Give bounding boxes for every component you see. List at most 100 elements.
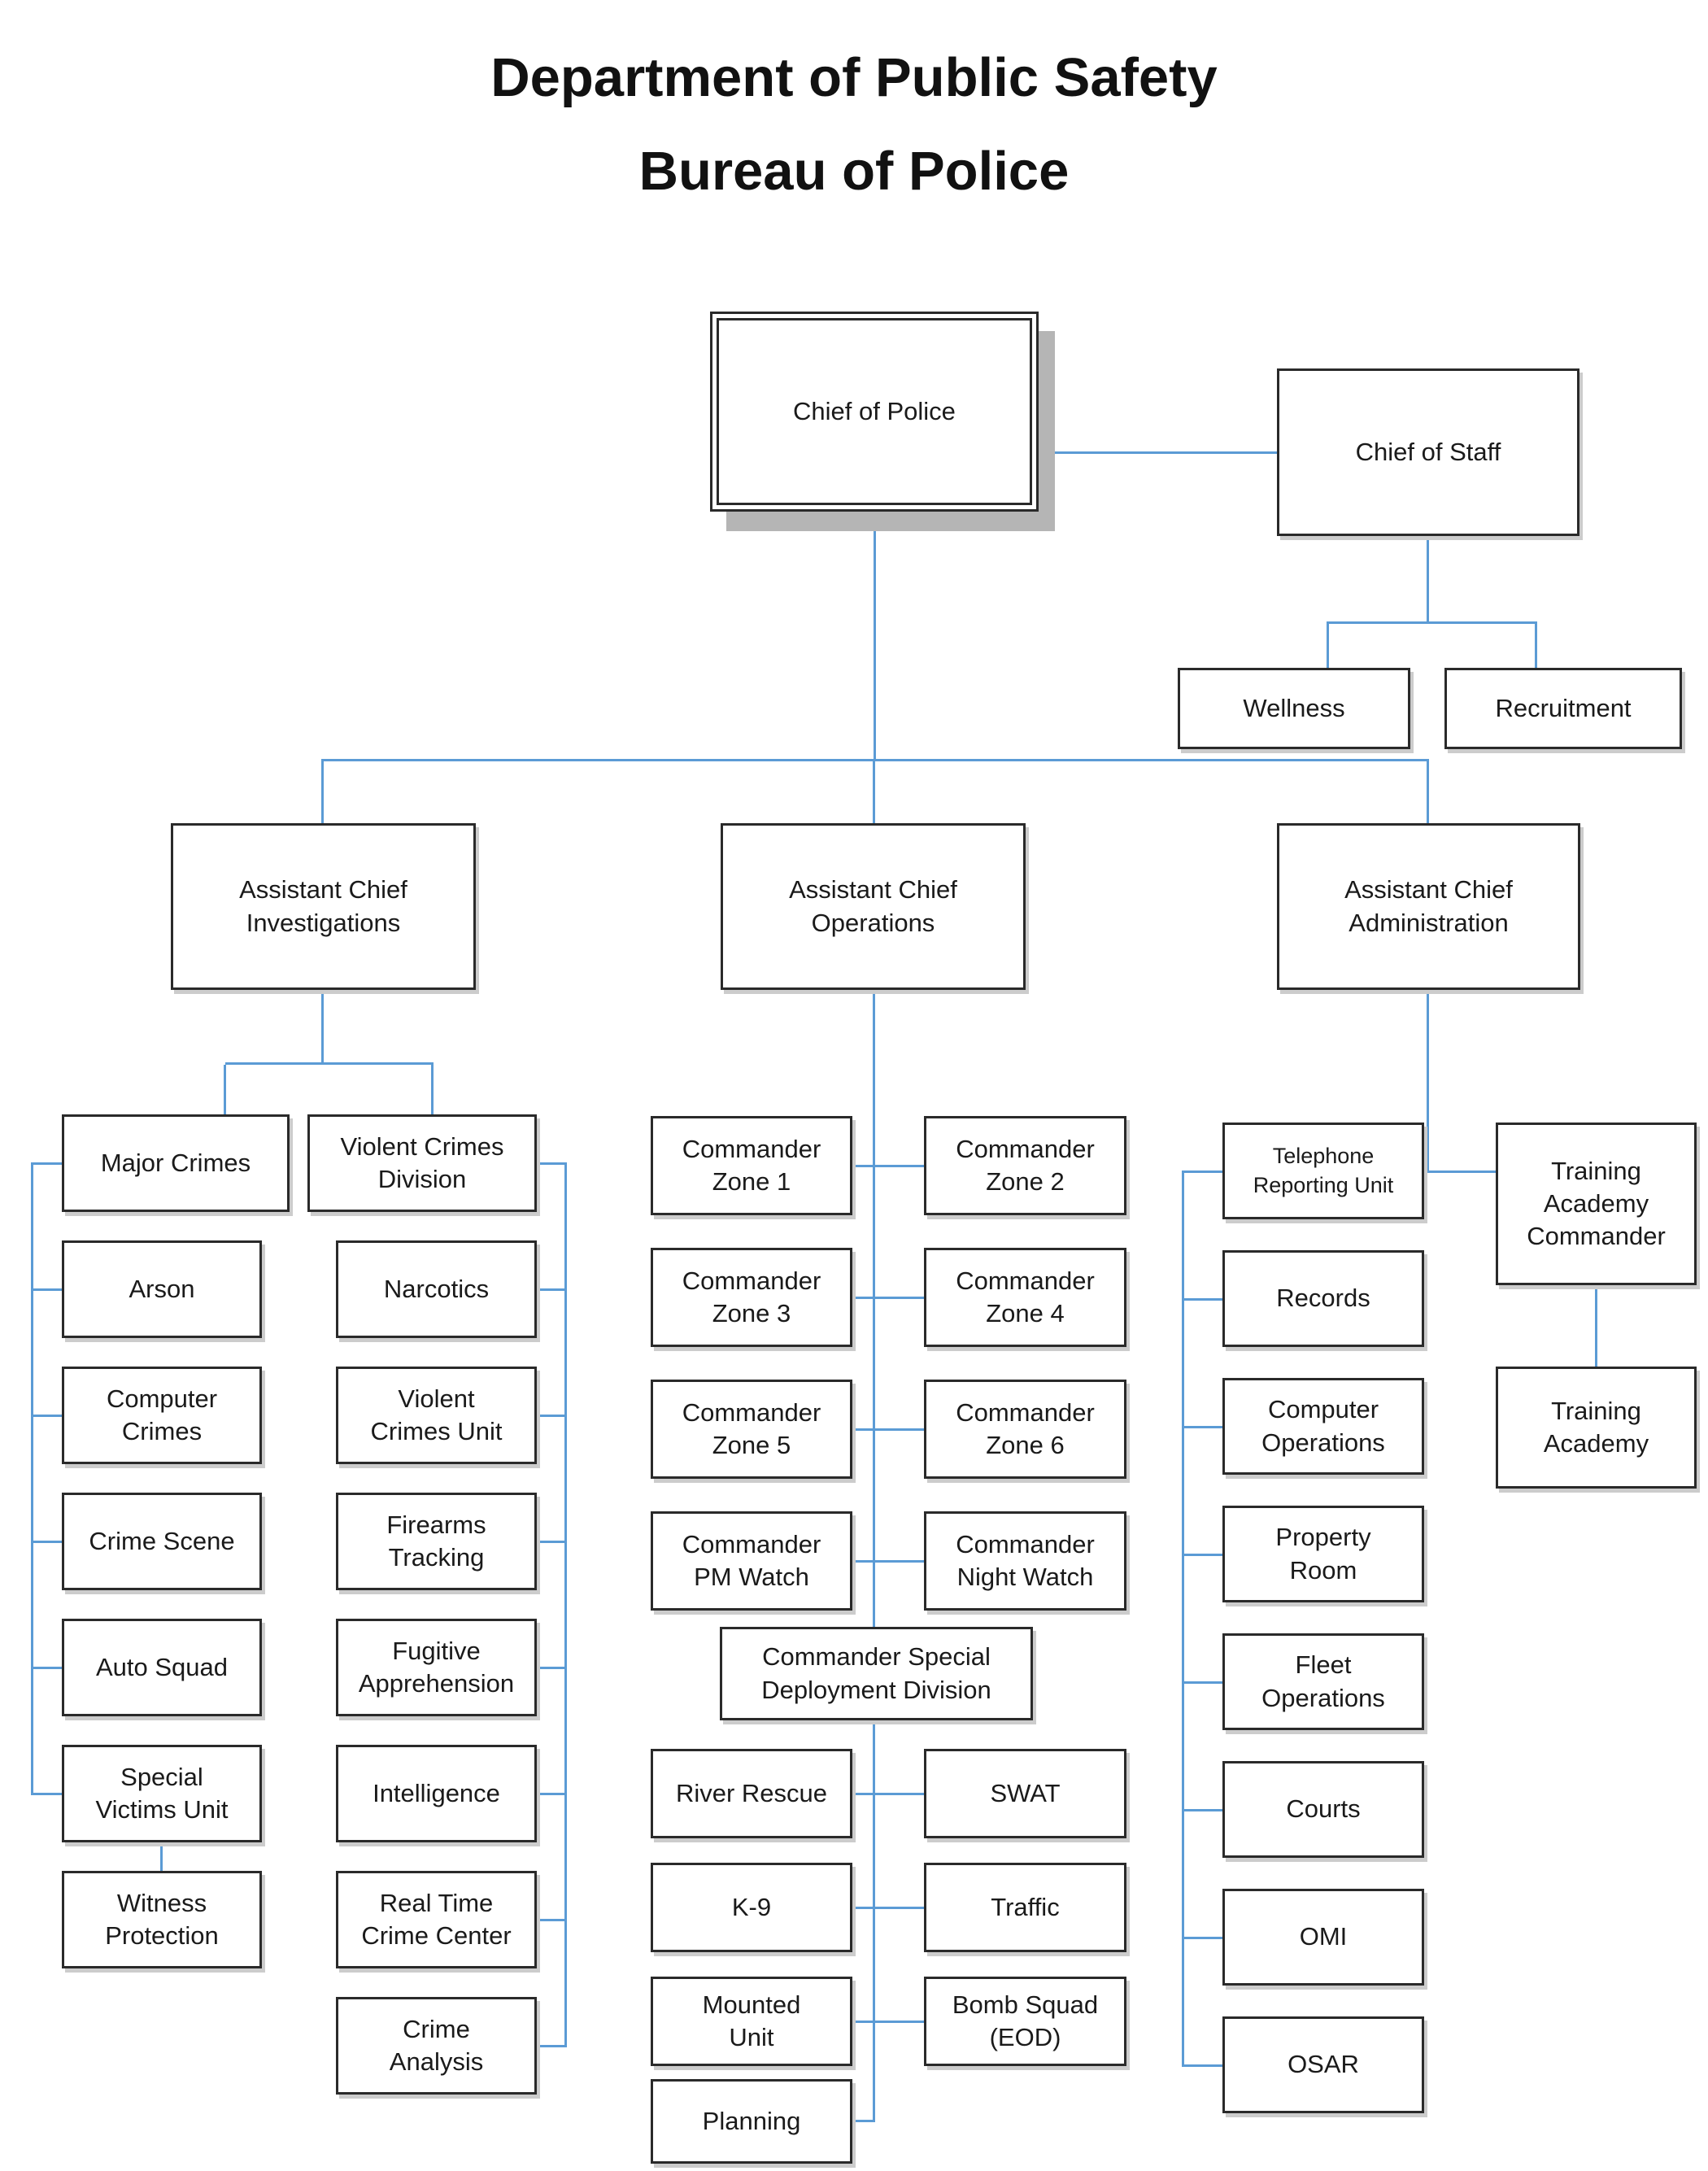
connector — [1327, 621, 1537, 624]
org-node-bomb-squad-eod: Bomb Squad (EOD) — [924, 1977, 1126, 2066]
org-node-computer-crimes: Computer Crimes — [62, 1367, 262, 1464]
page-title: Department of Public Safety Bureau of Po… — [0, 31, 1708, 218]
connector — [1182, 1937, 1222, 1939]
org-node-crime-analysis: Crime Analysis — [336, 1997, 537, 2095]
connector — [537, 1919, 567, 1921]
org-node-recruitment: Recruitment — [1444, 668, 1682, 749]
connector — [1182, 1554, 1222, 1556]
connector — [224, 1065, 226, 1114]
org-node-commander-night-watch: Commander Night Watch — [924, 1511, 1126, 1611]
connector — [537, 1541, 567, 1543]
org-node-assistant-chief-operations: Assistant Chief Operations — [721, 823, 1026, 990]
org-node-training-academy: Training Academy — [1496, 1367, 1697, 1489]
connector — [31, 1288, 62, 1291]
connector — [31, 1162, 62, 1165]
connector — [31, 1793, 62, 1795]
org-node-fleet-operations: Fleet Operations — [1222, 1633, 1424, 1730]
connector — [852, 1793, 924, 1795]
connector — [431, 1065, 434, 1114]
org-node-mounted-unit: Mounted Unit — [651, 1977, 852, 2066]
connector — [537, 1415, 567, 1417]
org-node-intelligence: Intelligence — [336, 1745, 537, 1842]
connector — [321, 761, 324, 823]
connector — [31, 1162, 33, 1795]
connector — [1424, 1171, 1496, 1173]
page-title-line1: Department of Public Safety — [490, 47, 1218, 108]
org-node-training-academy-commander: Training Academy Commander — [1496, 1123, 1697, 1285]
org-node-chief-of-police: Chief of Police — [710, 312, 1039, 512]
org-node-commander-pm-watch: Commander PM Watch — [651, 1511, 852, 1611]
connector — [852, 1428, 924, 1431]
connector — [225, 1062, 434, 1065]
connector — [852, 1560, 924, 1563]
org-node-traffic: Traffic — [924, 1863, 1126, 1952]
connector — [1182, 1809, 1222, 1811]
connector — [537, 2045, 567, 2047]
connector — [31, 1415, 62, 1417]
org-node-witness-protection: Witness Protection — [62, 1871, 262, 1968]
connector — [873, 761, 875, 823]
org-node-records: Records — [1222, 1250, 1424, 1347]
org-node-k9: K-9 — [651, 1863, 852, 1952]
org-node-computer-operations: Computer Operations — [1222, 1378, 1424, 1475]
org-node-river-rescue: River Rescue — [651, 1749, 852, 1838]
org-node-commander-zone-1: Commander Zone 1 — [651, 1116, 852, 1215]
connector — [1182, 1681, 1222, 1684]
org-node-firearms-tracking: Firearms Tracking — [336, 1493, 537, 1590]
connector — [321, 990, 324, 1062]
org-node-violent-crimes-unit: Violent Crimes Unit — [336, 1367, 537, 1464]
connector — [537, 1162, 567, 1165]
org-node-assistant-chief-investigations: Assistant Chief Investigations — [171, 823, 476, 990]
connector — [1041, 451, 1277, 454]
org-node-arson: Arson — [62, 1240, 262, 1338]
org-node-omi: OMI — [1222, 1889, 1424, 1986]
connector — [1535, 623, 1537, 668]
org-node-courts: Courts — [1222, 1761, 1424, 1858]
connector — [1427, 536, 1429, 623]
org-node-assistant-chief-administration: Assistant Chief Administration — [1277, 823, 1580, 990]
connector — [160, 1842, 163, 1871]
connector — [1595, 1285, 1597, 1367]
connector — [852, 1297, 924, 1299]
org-node-planning: Planning — [651, 2079, 852, 2164]
org-node-swat: SWAT — [924, 1749, 1126, 1838]
connector — [537, 1288, 567, 1291]
connector — [1182, 1426, 1222, 1428]
connector — [1182, 1298, 1222, 1301]
connector — [321, 759, 1429, 761]
org-node-property-room: Property Room — [1222, 1506, 1424, 1602]
connector — [873, 1720, 875, 2122]
connector — [1427, 761, 1429, 823]
page-title-line2: Bureau of Police — [638, 141, 1070, 203]
org-node-commander-zone-5: Commander Zone 5 — [651, 1380, 852, 1479]
connector — [874, 512, 876, 759]
org-node-telephone-reporting-unit: Telephone Reporting Unit — [1222, 1123, 1424, 1219]
org-node-crime-scene: Crime Scene — [62, 1493, 262, 1590]
connector — [31, 1541, 62, 1543]
org-node-real-time-crime-center: Real Time Crime Center — [336, 1871, 537, 1968]
org-node-narcotics: Narcotics — [336, 1240, 537, 1338]
connector — [31, 1667, 62, 1669]
org-node-major-crimes: Major Crimes — [62, 1114, 290, 1212]
connector — [1427, 990, 1429, 1173]
connector — [873, 990, 875, 1627]
org-node-chief-of-staff: Chief of Staff — [1277, 368, 1579, 536]
connector — [1182, 2064, 1222, 2067]
org-node-commander-zone-4: Commander Zone 4 — [924, 1248, 1126, 1347]
org-node-fugitive-apprehension: Fugitive Apprehension — [336, 1619, 537, 1716]
connector — [1327, 623, 1329, 668]
connector — [537, 1793, 567, 1795]
org-node-auto-squad: Auto Squad — [62, 1619, 262, 1716]
org-node-violent-crimes-division: Violent Crimes Division — [307, 1114, 537, 1212]
org-node-commander-zone-2: Commander Zone 2 — [924, 1116, 1126, 1215]
org-node-osar: OSAR — [1222, 2016, 1424, 2113]
connector — [564, 1162, 567, 2047]
org-node-wellness: Wellness — [1178, 668, 1410, 749]
connector — [1182, 1171, 1222, 1173]
org-node-commander-zone-6: Commander Zone 6 — [924, 1380, 1126, 1479]
connector — [852, 1907, 924, 1909]
connector — [852, 2120, 875, 2122]
org-node-commander-zone-3: Commander Zone 3 — [651, 1248, 852, 1347]
connector — [852, 2021, 924, 2023]
